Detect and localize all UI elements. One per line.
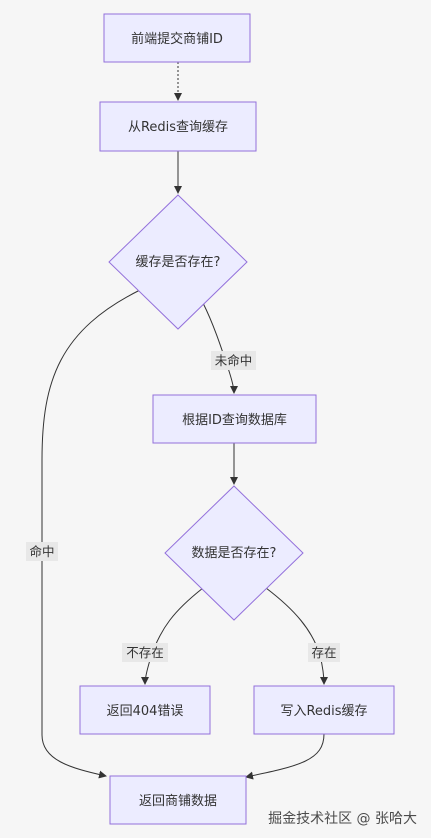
watermark: 掘金技术社区 @ 张哈大 xyxy=(268,811,417,827)
edge-data-exists-to-write-redis xyxy=(265,587,328,685)
node-data-exists-decision: 数据是否存在? xyxy=(164,485,304,621)
node-submit-shop-id: 前端提交商铺ID xyxy=(103,13,251,63)
node-query-database-label: 根据ID查询数据库 xyxy=(182,412,287,428)
node-write-redis-cache-label: 写入Redis缓存 xyxy=(280,704,367,719)
node-write-redis-cache: 写入Redis缓存 xyxy=(253,685,395,735)
edge-cache-exists-to-query-db xyxy=(202,302,238,394)
edge-write-redis-to-return-data xyxy=(245,733,325,780)
edge-label-exist-text: 存在 xyxy=(311,645,336,660)
node-query-redis-cache-label: 从Redis查询缓存 xyxy=(128,120,228,135)
node-cache-exists-decision: 缓存是否存在? xyxy=(108,194,248,330)
edge-data-exists-to-return-404 xyxy=(141,587,204,685)
node-query-database: 根据ID查询数据库 xyxy=(152,394,317,444)
node-return-404-error: 返回404错误 xyxy=(79,685,211,735)
node-query-redis-cache: 从Redis查询缓存 xyxy=(99,101,257,152)
node-return-shop-data-label: 返回商铺数据 xyxy=(139,794,217,809)
edge-label-not-exist: 不存在 xyxy=(122,643,168,662)
edge-label-miss-text: 未命中 xyxy=(215,353,253,368)
node-return-404-error-label: 返回404错误 xyxy=(107,704,184,719)
edge-label-not-exist-text: 不存在 xyxy=(126,645,164,660)
node-data-exists-label: 数据是否存在? xyxy=(192,546,277,561)
node-submit-shop-id-label: 前端提交商铺ID xyxy=(131,31,223,47)
edge-label-exist: 存在 xyxy=(308,643,340,662)
edge-label-miss: 未命中 xyxy=(211,351,256,370)
edge-label-hit: 命中 xyxy=(26,542,58,561)
node-cache-exists-label: 缓存是否存在? xyxy=(136,255,221,270)
node-return-shop-data: 返回商铺数据 xyxy=(109,775,247,825)
edge-label-hit-text: 命中 xyxy=(29,544,54,559)
edge-cache-exists-to-return-data xyxy=(41,289,141,779)
